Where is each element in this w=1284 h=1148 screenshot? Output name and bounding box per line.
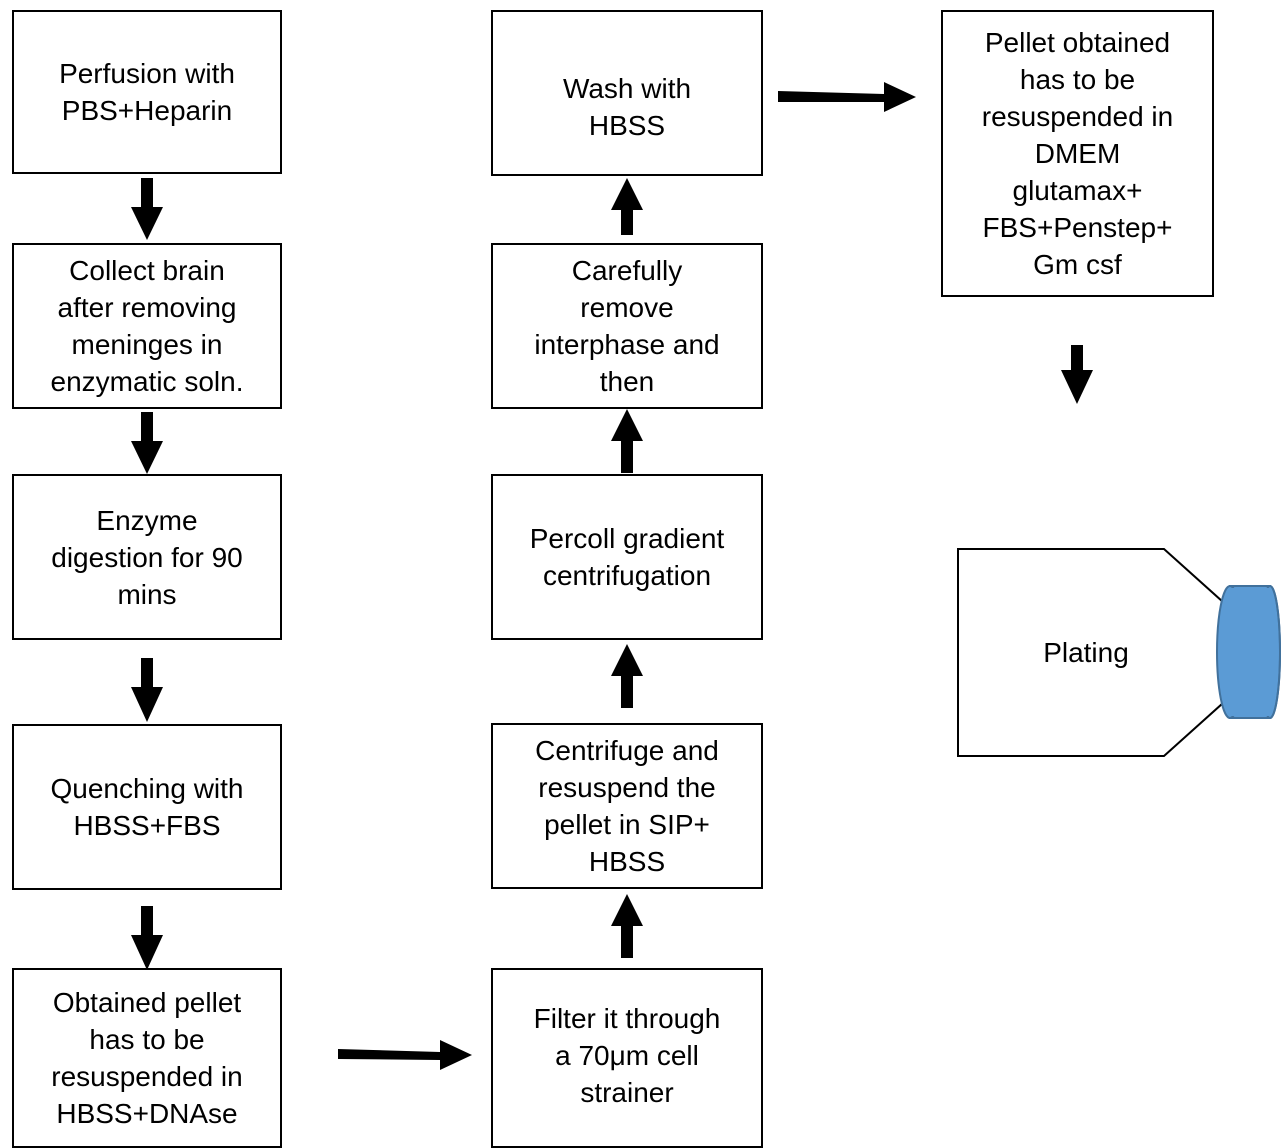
step-remove-interphase-label: Carefully remove interphase and then xyxy=(534,255,720,397)
arrow-up-centrifuge-to-percoll xyxy=(611,644,643,708)
step-centrifuge: Centrifuge and resuspend the pellet in S… xyxy=(491,723,763,889)
step-quenching-label: Quenching with HBSS+FBS xyxy=(50,773,244,841)
arrow-up-filter-to-centrifuge xyxy=(611,894,643,958)
step-perfusion-label: Perfusion with PBS+Heparin xyxy=(59,58,235,126)
arrow-up-remove-to-wash xyxy=(611,178,643,235)
flask-cap-icon xyxy=(1216,585,1281,719)
step-perfusion: Perfusion with PBS+Heparin xyxy=(12,10,282,174)
step-filter-label: Filter it through a 70μm cell strainer xyxy=(533,1003,721,1108)
arrow-down-enzyme-to-quenching xyxy=(131,658,163,722)
step-percoll: Percoll gradient centrifugation xyxy=(491,474,763,640)
step-pellet-resuspend-label: Pellet obtained has to be resuspended in… xyxy=(981,27,1174,280)
step-pellet-resuspend: Pellet obtained has to be resuspended in… xyxy=(941,10,1214,297)
step-enzyme-digestion-label: Enzyme digestion for 90 mins xyxy=(51,504,243,610)
arrow-right-wash-to-pellet xyxy=(778,82,916,112)
step-quenching: Quenching with HBSS+FBS xyxy=(12,724,282,890)
arrow-right-pellet-to-filter xyxy=(338,1040,472,1070)
step-enzyme-digestion: Enzyme digestion for 90 mins xyxy=(12,474,282,640)
step-remove-interphase: Carefully remove interphase and then xyxy=(491,243,763,409)
arrow-up-percoll-to-remove xyxy=(611,409,643,473)
step-wash: Wash with HBSS xyxy=(491,10,763,176)
flask-icon: Plating xyxy=(957,548,1281,757)
arrow-down-pellet-to-plating xyxy=(1061,345,1093,404)
step-centrifuge-label: Centrifuge and resuspend the pellet in S… xyxy=(535,735,719,877)
step-plating-label: Plating xyxy=(1043,637,1129,668)
step-obtained-pellet-label: Obtained pellet has to be resuspended in… xyxy=(51,987,243,1129)
step-collect-brain-label: Collect brain after removing meninges in… xyxy=(50,255,244,397)
arrow-down-collect-to-enzyme xyxy=(131,412,163,474)
arrow-down-perfusion-to-collect xyxy=(131,178,163,240)
step-wash-label: Wash with HBSS xyxy=(562,73,692,141)
arrow-down-quenching-to-pellet xyxy=(131,906,163,970)
step-percoll-label: Percoll gradient centrifugation xyxy=(529,523,725,591)
step-collect-brain: Collect brain after removing meninges in… xyxy=(12,243,282,409)
